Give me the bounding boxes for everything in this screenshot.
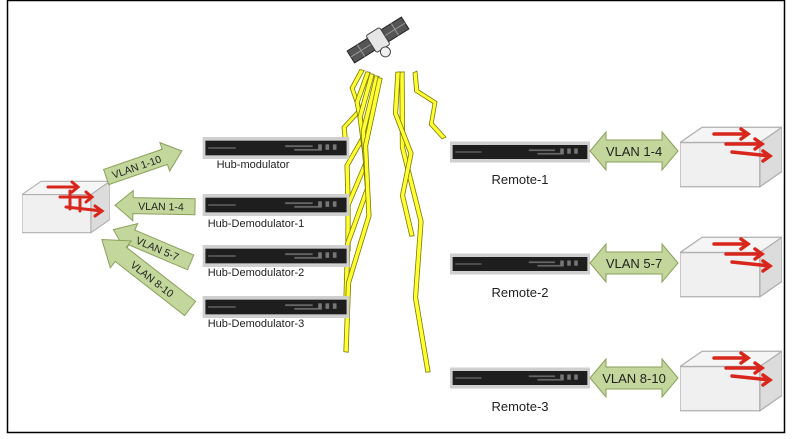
hub-demodulator-3-device [202, 296, 350, 318]
lightning-bolt-icon [343, 77, 383, 353]
rack-device-icon [450, 141, 590, 163]
remote-3-device [450, 367, 590, 389]
hub-demodulator-2-label: Hub-Demodulator-2 [208, 267, 305, 279]
vlan-label: VLAN 8-10 [602, 371, 666, 386]
remote-2-label: Remote-2 [491, 285, 548, 300]
vlan-label: VLAN 1-4 [606, 144, 662, 159]
rack-device-icon [450, 253, 590, 275]
lightning-bolt-icon [345, 73, 375, 251]
rack-device-icon [202, 245, 350, 267]
remote-3-label: Remote-3 [491, 399, 548, 414]
rack-device-icon [202, 137, 350, 159]
network-switch-icon [46, 180, 105, 218]
hub-demodulator-1-device [202, 194, 350, 216]
remote-switch-2 [680, 236, 782, 298]
hub-modulator-label: Hub-modulator [217, 159, 290, 171]
lightning-bolt-icon [392, 71, 415, 237]
network-switch-icon [712, 237, 774, 273]
wireless-links [341, 69, 447, 373]
vlan-arrow-hub-modulator: VLAN 1-10 [102, 141, 183, 186]
vlan-arrow-remote-1: VLAN 1-4 [589, 130, 679, 172]
hub-demodulator-1-label: Hub-Demodulator-1 [208, 218, 305, 230]
hub-modulator-device [202, 137, 350, 159]
network-switch-icon [712, 127, 774, 163]
remote-switch-1 [680, 126, 782, 188]
remote-1-label: Remote-1 [491, 172, 548, 187]
remote-2-device [450, 253, 590, 275]
vlan-arrow-remote-3: VLAN 8-10 [589, 357, 679, 399]
satellite-icon [346, 16, 410, 64]
vlan-arrow-hub-demodulator-1: VLAN 1-4 [114, 189, 196, 222]
vlan-arrow-remote-2: VLAN 5-7 [589, 242, 679, 284]
remote-1-device [450, 141, 590, 163]
remote-switch-3 [680, 350, 782, 412]
rack-device-icon [202, 296, 350, 318]
rack-device-icon [450, 367, 590, 389]
network-switch-icon [712, 351, 774, 387]
diagram-border [6, 0, 786, 434]
hub-switch [22, 180, 110, 234]
lightning-bolt-icon [399, 71, 431, 373]
hub-demodulator-2-device [202, 245, 350, 267]
hub-demodulator-3-label: Hub-Demodulator-3 [208, 318, 305, 330]
rack-device-icon [202, 194, 350, 216]
vlan-label: VLAN 1-4 [138, 201, 184, 214]
lightning-bolt-icon [412, 70, 447, 140]
vlan-label: VLAN 5-7 [606, 256, 662, 271]
